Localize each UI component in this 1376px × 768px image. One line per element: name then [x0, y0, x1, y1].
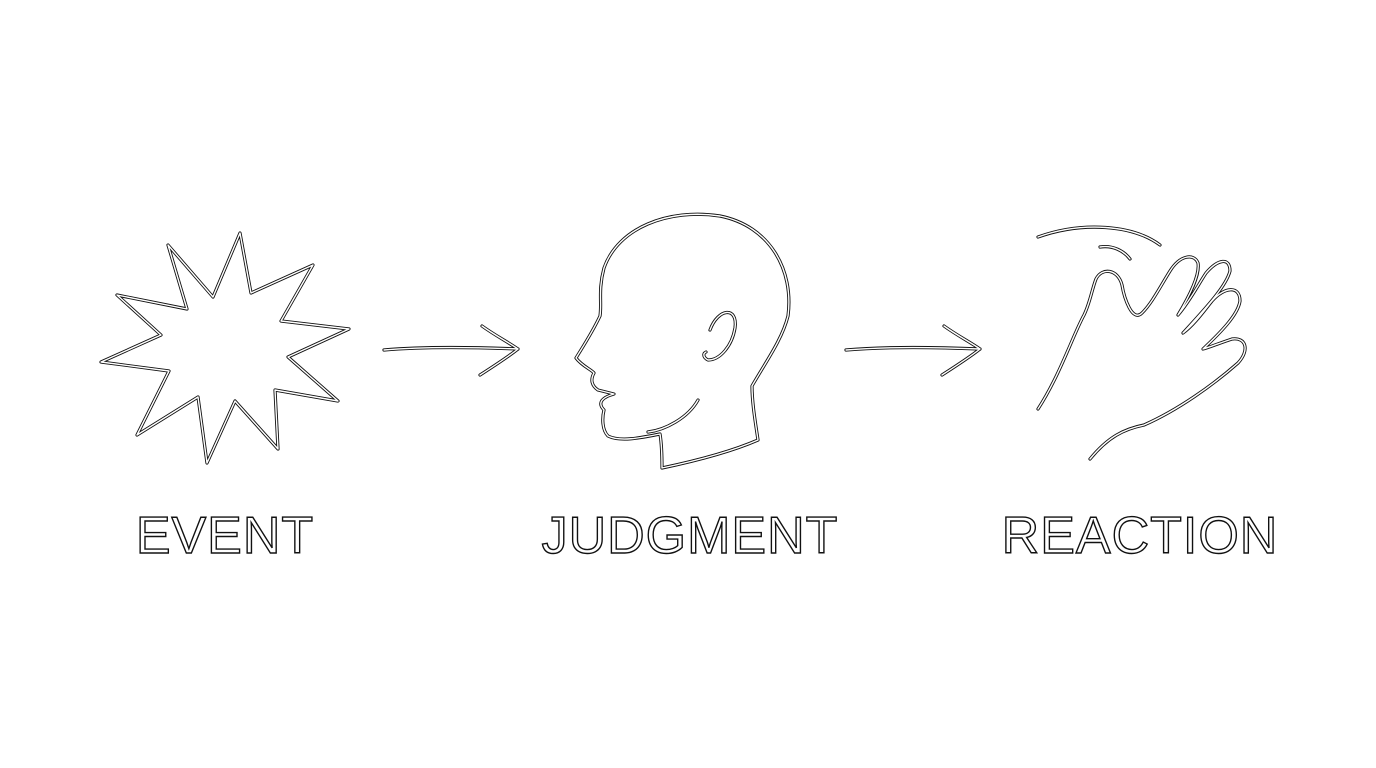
head-profile-icon — [570, 208, 800, 476]
arrow-right-icon — [840, 318, 990, 382]
arrow-right-icon — [378, 318, 528, 382]
waving-hand-icon — [1028, 215, 1263, 470]
starburst-icon — [95, 225, 360, 470]
stage-label-event: EVENT — [135, 506, 315, 565]
stage-label-reaction: REACTION — [1001, 506, 1279, 565]
stage-label-judgment: JUDGMENT — [541, 506, 839, 565]
